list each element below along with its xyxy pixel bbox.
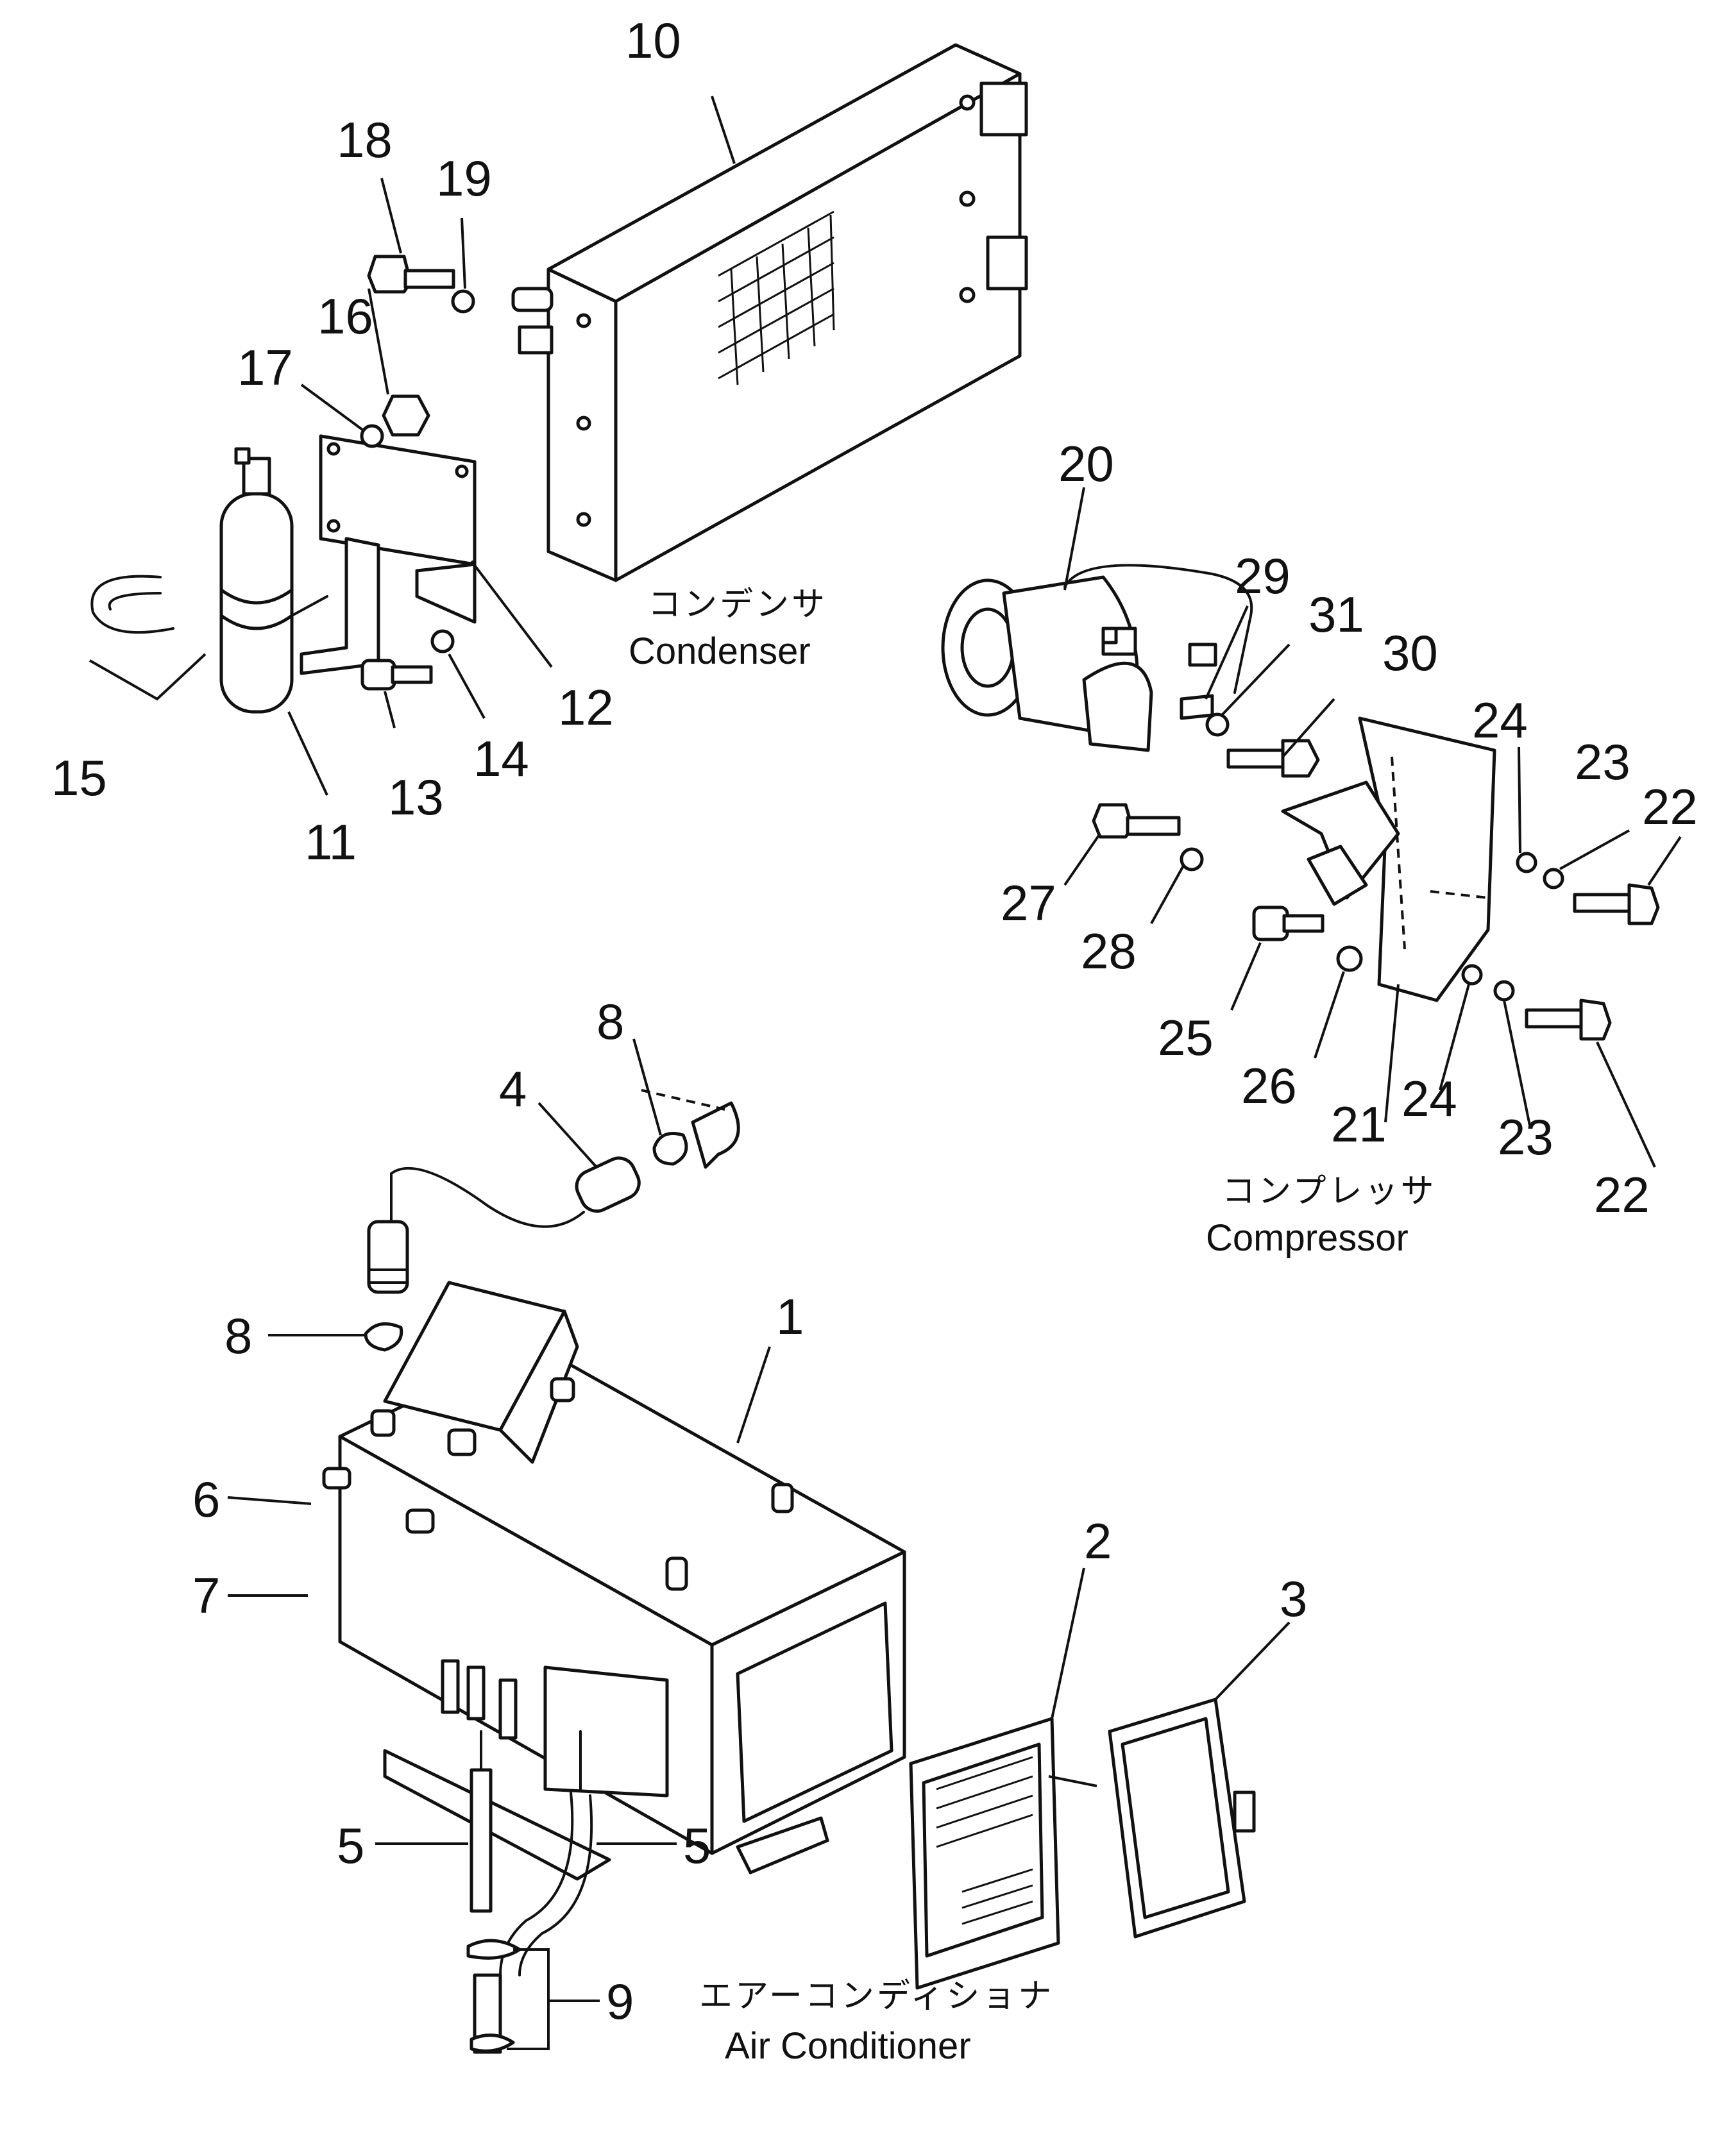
- callout-27: 27: [1001, 875, 1056, 931]
- hose-clamp-9-part: [466, 1939, 550, 2054]
- callout-28: 28: [1081, 923, 1137, 979]
- washer-17-part: [360, 424, 384, 448]
- air-conditioner-group: [227, 1038, 1291, 2054]
- callout-29: 29: [1235, 548, 1291, 604]
- condenser-callouts: 10 18 19 16 17 12 13 14 15 11: [51, 12, 681, 870]
- bolt-22-lower-part: [1525, 998, 1612, 1041]
- callout-24-lower: 24: [1401, 1070, 1457, 1127]
- callout-14: 14: [473, 730, 529, 787]
- ac-unit-ports: [322, 1377, 794, 1591]
- callout-23-lower: 23: [1498, 1109, 1553, 1165]
- bolt-22-upper-part: [1573, 883, 1660, 925]
- condenser-bracket-part: [300, 434, 477, 675]
- washer-23-lower-part: [1493, 980, 1515, 1002]
- washer-28-part: [1180, 847, 1204, 872]
- clamp-8-left-part: [364, 1322, 403, 1352]
- ac-unit-fittings: [441, 1659, 518, 1740]
- condenser-mesh-pattern: [718, 210, 835, 385]
- callout-23-upper: 23: [1575, 734, 1630, 790]
- washer-24-upper-part: [1516, 852, 1537, 873]
- filter-frame-2-part: [909, 1717, 1060, 1990]
- bolt-27-part: [1092, 803, 1181, 839]
- callout-13: 13: [388, 769, 444, 825]
- callout-5-right: 5: [683, 1817, 711, 1874]
- callout-12: 12: [558, 679, 614, 736]
- callout-24-upper: 24: [1472, 692, 1528, 748]
- callout-6: 6: [192, 1471, 220, 1528]
- condenser-title-en: Condenser: [629, 630, 811, 672]
- callout-21: 21: [1331, 1096, 1387, 1152]
- bolt-25-part: [1252, 905, 1325, 941]
- compressor-callouts: 20 29 31 30 24 23 22 27 28 25 26 21 24 2…: [1001, 435, 1698, 1223]
- washer-14-part: [430, 629, 455, 653]
- drier-hose-part: [90, 575, 174, 634]
- callout-22-upper: 22: [1642, 779, 1698, 835]
- callout-9: 9: [606, 1973, 634, 2030]
- callout-10: 10: [625, 12, 681, 69]
- hose-elbow-part: [691, 1101, 740, 1169]
- compressor-body-part: [941, 564, 1253, 752]
- callout-8-left: 8: [224, 1308, 252, 1364]
- callout-20: 20: [1058, 435, 1114, 492]
- washer-31-part: [1205, 712, 1230, 737]
- clamp-8-upper-part: [652, 1132, 688, 1166]
- drain-hose-4-part: [367, 1156, 641, 1294]
- washer-24-lower-part: [1461, 964, 1483, 986]
- callout-26: 26: [1241, 1057, 1297, 1114]
- callout-31: 31: [1308, 586, 1364, 643]
- clip-29-part: [1180, 694, 1214, 720]
- callout-18: 18: [337, 112, 393, 168]
- callout-16: 16: [317, 288, 373, 344]
- callout-22-lower: 22: [1594, 1166, 1650, 1223]
- ac-unit-part: [322, 1281, 906, 1881]
- callout-3: 3: [1280, 1571, 1307, 1627]
- condenser-core-part: [511, 43, 1028, 582]
- compressor-title-en: Compressor: [1206, 1217, 1409, 1259]
- washer-23-upper-part: [1543, 868, 1564, 889]
- callout-7: 7: [192, 1567, 220, 1624]
- washer-26-part: [1336, 945, 1363, 972]
- callout-19: 19: [436, 150, 492, 206]
- bolt-30-part: [1226, 739, 1320, 778]
- compressor-title-jp: コンプレッサ: [1222, 1172, 1436, 1211]
- condenser-group: [89, 43, 1028, 796]
- compressor-group: [941, 487, 1682, 1168]
- callout-1: 1: [776, 1288, 804, 1345]
- compressor-bracket-part: [1281, 716, 1496, 1002]
- callout-17: 17: [237, 339, 293, 396]
- air-conditioner-title-en: Air Conditioner: [725, 2025, 971, 2067]
- callout-4: 4: [499, 1061, 527, 1117]
- nut-16-part: [382, 394, 430, 437]
- cover-3-part: [1108, 1697, 1256, 1939]
- callout-2: 2: [1084, 1513, 1112, 1569]
- callout-30: 30: [1382, 625, 1438, 681]
- condenser-title-jp: コンデンサ: [648, 585, 827, 624]
- bolt-13-part: [360, 659, 433, 691]
- receiver-drier-part: [219, 447, 294, 714]
- callout-15: 15: [51, 750, 107, 806]
- callout-25: 25: [1158, 1009, 1214, 1066]
- air-conditioner-callouts: 8 4 8 1 6 7 2 3 5 5 9: [192, 993, 1307, 2030]
- bolt-18-part: [367, 255, 455, 294]
- drier-pipe-part: [291, 595, 328, 617]
- callout-5-left: 5: [337, 1817, 364, 1874]
- washer-19-part: [451, 289, 475, 314]
- air-conditioner-title-jp: エアーコンディショナ: [699, 1977, 1054, 2016]
- drain-pipe-5-left-part: [470, 1730, 493, 1913]
- callout-8-upper: 8: [597, 993, 624, 1050]
- callout-11: 11: [305, 814, 357, 870]
